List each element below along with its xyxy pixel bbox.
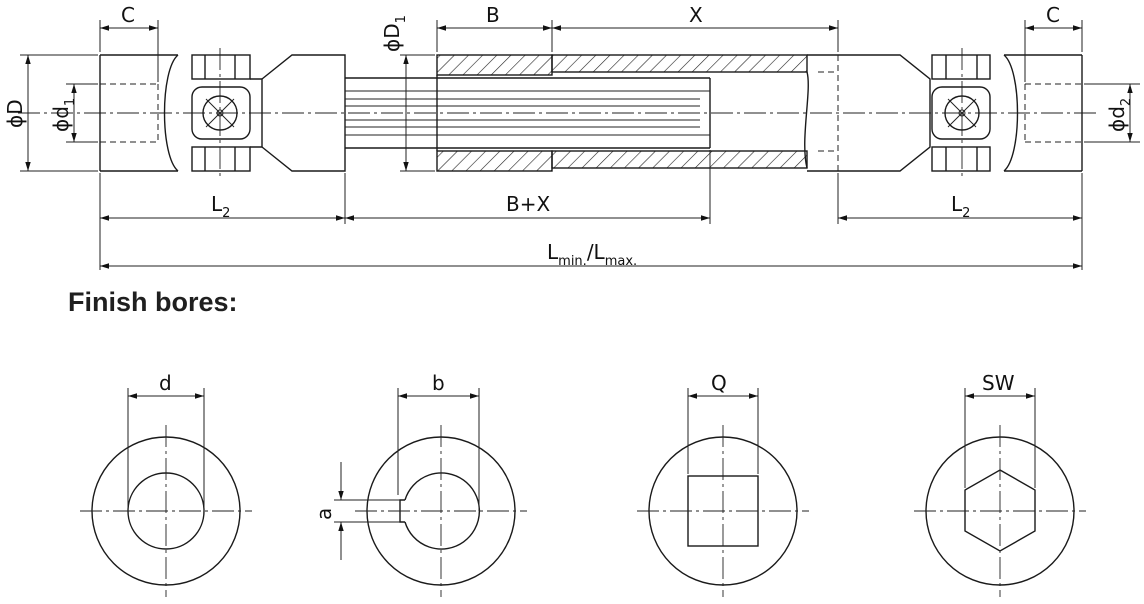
dim-l2-right-label: L2	[951, 192, 970, 221]
dim-phi-D1-label: ϕD1	[380, 15, 409, 52]
bore-b-label: b	[432, 371, 445, 395]
bore-sw-label: SW	[982, 371, 1015, 395]
dim-b-label: B	[486, 3, 500, 27]
bore-round: d	[80, 371, 252, 597]
dim-x-label: X	[689, 3, 703, 27]
dim-lmin-lmax-label: Lmin./Lmax.	[547, 240, 637, 269]
bore-keyway: b a	[312, 371, 527, 597]
bore-hexagon: SW	[914, 371, 1086, 597]
dim-bx-label: B+X	[506, 192, 550, 216]
bore-d-label: d	[159, 371, 172, 395]
svg-text:ϕD: ϕD	[3, 99, 27, 128]
svg-text:ϕd2: ϕd2	[1105, 98, 1134, 132]
left-universal-joint	[163, 48, 346, 178]
dim-c-left-label: C	[121, 3, 135, 27]
svg-text:a: a	[312, 508, 336, 520]
dim-c-right-label: C	[1046, 3, 1060, 27]
right-universal-joint	[838, 48, 1019, 178]
bore-square: Q	[637, 371, 809, 597]
dim-phi-d1-label: ϕd1	[49, 98, 78, 132]
dim-phi-d2-label: ϕd2	[1105, 98, 1134, 132]
dim-phi-D-label: ϕD	[3, 99, 27, 128]
shaft-assembly	[18, 48, 1100, 178]
finish-bores-heading: Finish bores:	[68, 287, 238, 317]
dim-l2-left-label: L2	[211, 192, 230, 221]
svg-text:ϕd1: ϕd1	[49, 98, 78, 132]
bore-a-label: a	[312, 508, 336, 520]
bore-q-label: Q	[711, 371, 727, 395]
left-hub	[99, 54, 178, 172]
svg-text:ϕD1: ϕD1	[380, 15, 409, 52]
right-hub	[1004, 54, 1083, 172]
dimension-lines	[20, 20, 1140, 270]
outer-tube-section	[436, 54, 839, 172]
